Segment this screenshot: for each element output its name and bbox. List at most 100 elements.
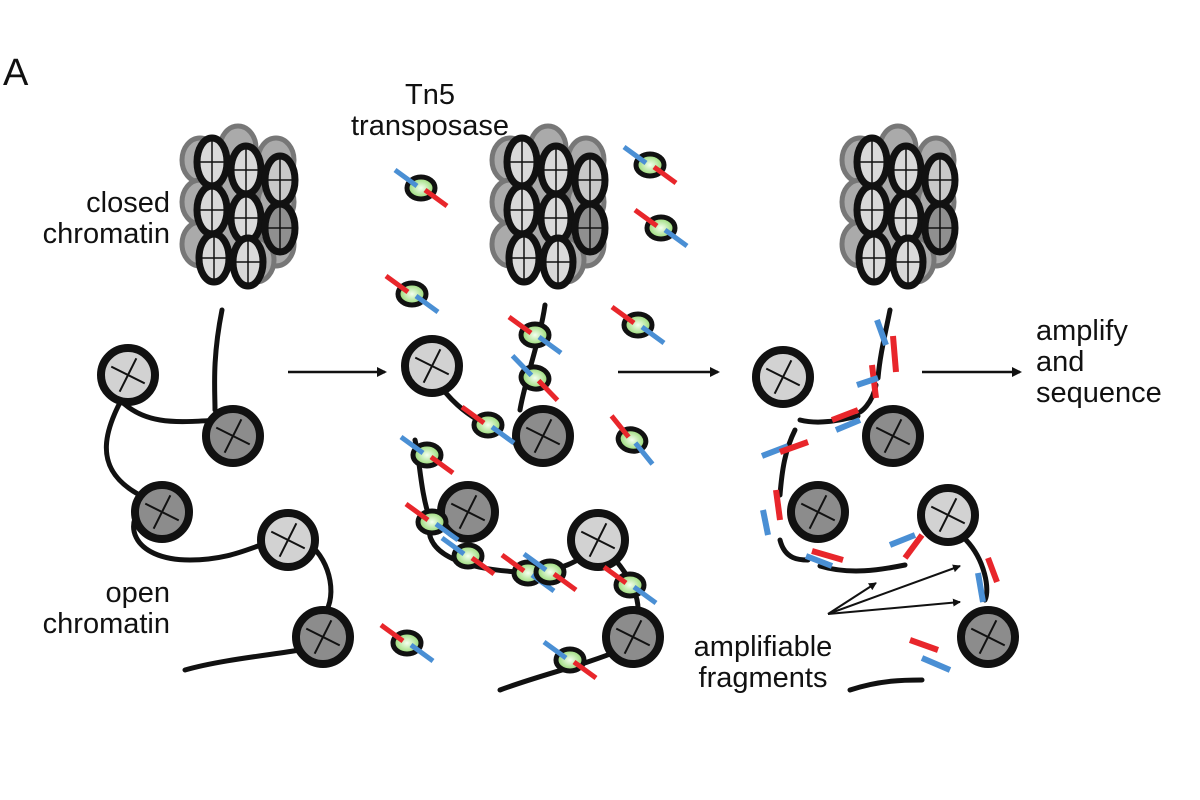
tn5-complexes — [379, 144, 689, 681]
nucleosome-cross — [978, 619, 998, 655]
nucleosome — [752, 346, 814, 408]
dna-strand — [963, 537, 990, 603]
blue-adapter — [834, 417, 862, 433]
tn5-complex — [384, 273, 440, 315]
adapter-mark — [510, 354, 534, 378]
adapter-mark — [552, 571, 578, 593]
dna-strand — [212, 307, 225, 413]
nucleosome-cross — [533, 418, 553, 454]
adapter-mark — [602, 564, 628, 586]
tn5-complex — [633, 207, 689, 249]
adapter-mark — [609, 414, 631, 439]
dna-strand — [797, 413, 861, 425]
tn5-complex — [522, 551, 578, 593]
adapter-mark — [572, 659, 598, 681]
nucleosome-cross — [883, 418, 903, 454]
amplify-and-sequence-label: amplify and sequence — [1036, 316, 1162, 409]
adapter-mark — [522, 551, 548, 573]
amplify-label-line3: sequence — [1036, 377, 1162, 409]
adapter-mark — [460, 404, 486, 426]
red-adapter — [985, 556, 1000, 584]
fragments-label-line1: amplifiable — [693, 631, 833, 663]
tn5-complex — [399, 434, 455, 476]
dna-strand — [777, 537, 811, 563]
closed-chromatin-label-line1: closed — [86, 187, 170, 219]
nucleosome-cross — [118, 357, 138, 393]
adapter-mark — [404, 501, 430, 523]
nucleosome-cross — [313, 619, 333, 655]
dna-strand — [777, 427, 798, 498]
blue-adapter — [975, 572, 986, 603]
dna-strand — [104, 377, 288, 563]
nucleosome — [512, 405, 574, 467]
adapter-mark — [610, 304, 636, 326]
amplify-label-line2: and — [1036, 346, 1085, 378]
nucleosome-cross — [773, 359, 793, 395]
adapter-mark — [542, 639, 568, 661]
adapter-mark — [429, 454, 455, 476]
adapter-mark — [399, 434, 425, 456]
process-arrow — [827, 564, 961, 615]
nucleosome — [787, 481, 849, 543]
adapter-mark — [490, 424, 516, 446]
blue-adapter — [920, 655, 952, 673]
nucleosomes — [97, 335, 1019, 668]
closed-chromatin-label: closed chromatin — [43, 188, 170, 250]
dna-strands — [104, 302, 993, 693]
nucleosome-cross — [808, 494, 828, 530]
tn5-complex — [610, 304, 666, 346]
adapter-mark — [633, 207, 659, 229]
adapter-mark — [640, 324, 666, 346]
adapter-mark — [507, 314, 533, 336]
tn5-complex — [622, 144, 678, 186]
closed-chromatin-cluster — [179, 123, 299, 290]
adapter-mark — [537, 334, 563, 356]
tn5-complex — [404, 501, 460, 543]
red-adapter — [778, 439, 810, 455]
amplifiable-fragments-label: amplifiable fragments — [668, 632, 858, 694]
adapter-mark — [414, 293, 440, 315]
nucleosome — [437, 481, 499, 543]
adapter-mark — [470, 555, 496, 577]
closed-chromatin-cluster — [839, 123, 959, 290]
adapter-mark — [663, 227, 689, 249]
adapter-marks — [760, 318, 1000, 673]
tn5-complex — [542, 639, 598, 681]
nucleosome — [917, 484, 979, 546]
open-chromatin-label-line1: open — [105, 577, 170, 609]
nucleosome — [131, 481, 193, 543]
adapter-mark — [423, 187, 449, 209]
nucleosome-cross — [278, 522, 298, 558]
red-adapter — [908, 637, 940, 653]
tn5-complex — [602, 564, 658, 606]
blue-adapter — [856, 375, 879, 388]
adapter-mark — [652, 164, 678, 186]
nucleosome — [97, 344, 159, 406]
nucleosome-cross — [588, 522, 608, 558]
tn5-complex — [393, 167, 449, 209]
nucleosome — [401, 335, 463, 397]
dna-strand — [182, 647, 303, 673]
panel-label: A — [3, 52, 29, 94]
fragments-label-line2: fragments — [698, 662, 828, 694]
closed-chromatin-cluster — [489, 123, 609, 290]
tn5-complex — [609, 414, 655, 466]
red-adapter — [902, 533, 925, 560]
adapter-mark — [393, 167, 419, 189]
process-arrows — [288, 367, 1022, 615]
nucleosome-cross — [422, 348, 442, 384]
red-adapter — [811, 548, 844, 563]
adapter-mark — [632, 584, 658, 606]
process-arrow — [827, 598, 961, 615]
tn5-label-line2: transposase — [351, 110, 509, 142]
nucleosome-cross — [458, 494, 478, 530]
process-arrow — [827, 582, 877, 615]
open-chromatin-label: open chromatin — [43, 578, 170, 640]
nucleosome — [257, 509, 319, 571]
amplify-label-line1: amplify — [1036, 315, 1128, 347]
tn5-transposase-label: Tn5 transposase — [330, 80, 530, 142]
blue-adapter — [804, 553, 834, 569]
tn5-label-line1: Tn5 — [405, 79, 455, 111]
adapter-mark — [384, 273, 410, 295]
